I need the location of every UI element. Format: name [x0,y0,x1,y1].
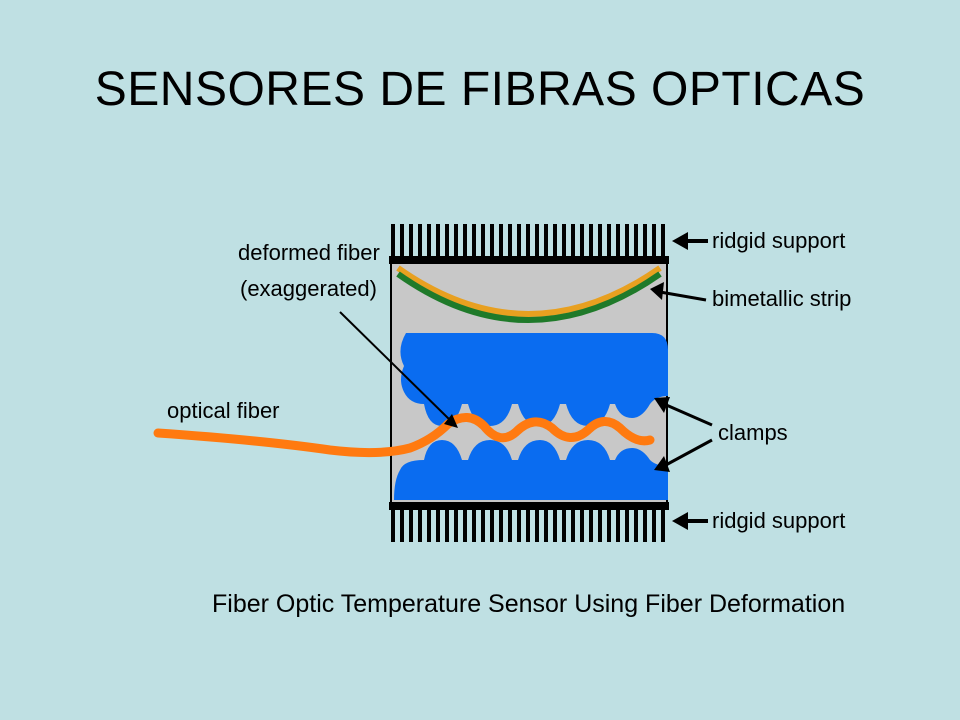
support-tooth [436,508,440,542]
support-tooth [634,224,638,258]
support-tooth [625,508,629,542]
support-tooth [526,508,530,542]
label-ridgid-support-top: ridgid support [712,228,845,253]
support-tooth [490,508,494,542]
top-ridgid-support [389,224,669,264]
support-tooth [391,224,395,258]
support-tooth [481,224,485,258]
support-tooth [616,224,620,258]
slide-title: SENSORES DE FIBRAS OPTICAS [94,63,866,116]
support-tooth [607,224,611,258]
support-tooth [490,224,494,258]
support-tooth [418,224,422,258]
bottom-ridgid-support [389,502,669,542]
leader-lines [339,232,713,530]
support-tooth [463,224,467,258]
support-tooth [409,224,413,258]
support-tooth [589,224,593,258]
support-tooth [634,508,638,542]
support-tooth [427,508,431,542]
support-tooth [589,508,593,542]
support-tooth [499,508,503,542]
support-tooth [481,508,485,542]
support-tooth [499,224,503,258]
support-tooth [544,224,548,258]
support-tooth [517,508,521,542]
support-tooth [508,224,512,258]
label-exaggerated: (exaggerated) [240,276,377,301]
support-tooth [652,508,656,542]
support-tooth [400,508,404,542]
support-tooth [571,224,575,258]
support-tooth [643,508,647,542]
support-tooth [445,508,449,542]
label-deformed-fiber: deformed fiber [238,240,380,265]
support-tooth [571,508,575,542]
support-tooth [580,508,584,542]
support-tooth [652,224,656,258]
support-tooth [661,508,665,542]
support-tooth [580,224,584,258]
support-tooth [607,508,611,542]
label-optical-fiber: optical fiber [167,398,280,423]
diagram-caption: Fiber Optic Temperature Sensor Using Fib… [212,590,845,618]
support-tooth [625,224,629,258]
support-tooth [598,224,602,258]
support-tooth [553,508,557,542]
support-tooth [535,508,539,542]
support-tooth [661,224,665,258]
support-tooth [472,224,476,258]
support-tooth [517,224,521,258]
support-tooth [436,224,440,258]
lower-clamp [394,440,668,500]
support-tooth [598,508,602,542]
support-tooth [472,508,476,542]
optical-fiber [153,413,655,458]
upper-clamp [400,333,668,426]
support-tooth [418,508,422,542]
label-bimetallic-strip: bimetallic strip [712,286,851,311]
support-tooth [445,224,449,258]
support-tooth [400,224,404,258]
support-tooth [553,224,557,258]
support-tooth [391,508,395,542]
support-tooth [562,224,566,258]
bimetallic-strip [396,265,662,323]
support-tooth [526,224,530,258]
support-tooth [643,224,647,258]
support-tooth [427,224,431,258]
support-tooth [454,224,458,258]
support-tooth [562,508,566,542]
support-tooth [508,508,512,542]
support-tooth [409,508,413,542]
support-tooth [463,508,467,542]
label-clamps: clamps [718,420,788,445]
support-tooth [535,224,539,258]
support-tooth [454,508,458,542]
label-ridgid-support-bottom: ridgid support [712,508,845,533]
support-tooth [616,508,620,542]
support-tooth [544,508,548,542]
